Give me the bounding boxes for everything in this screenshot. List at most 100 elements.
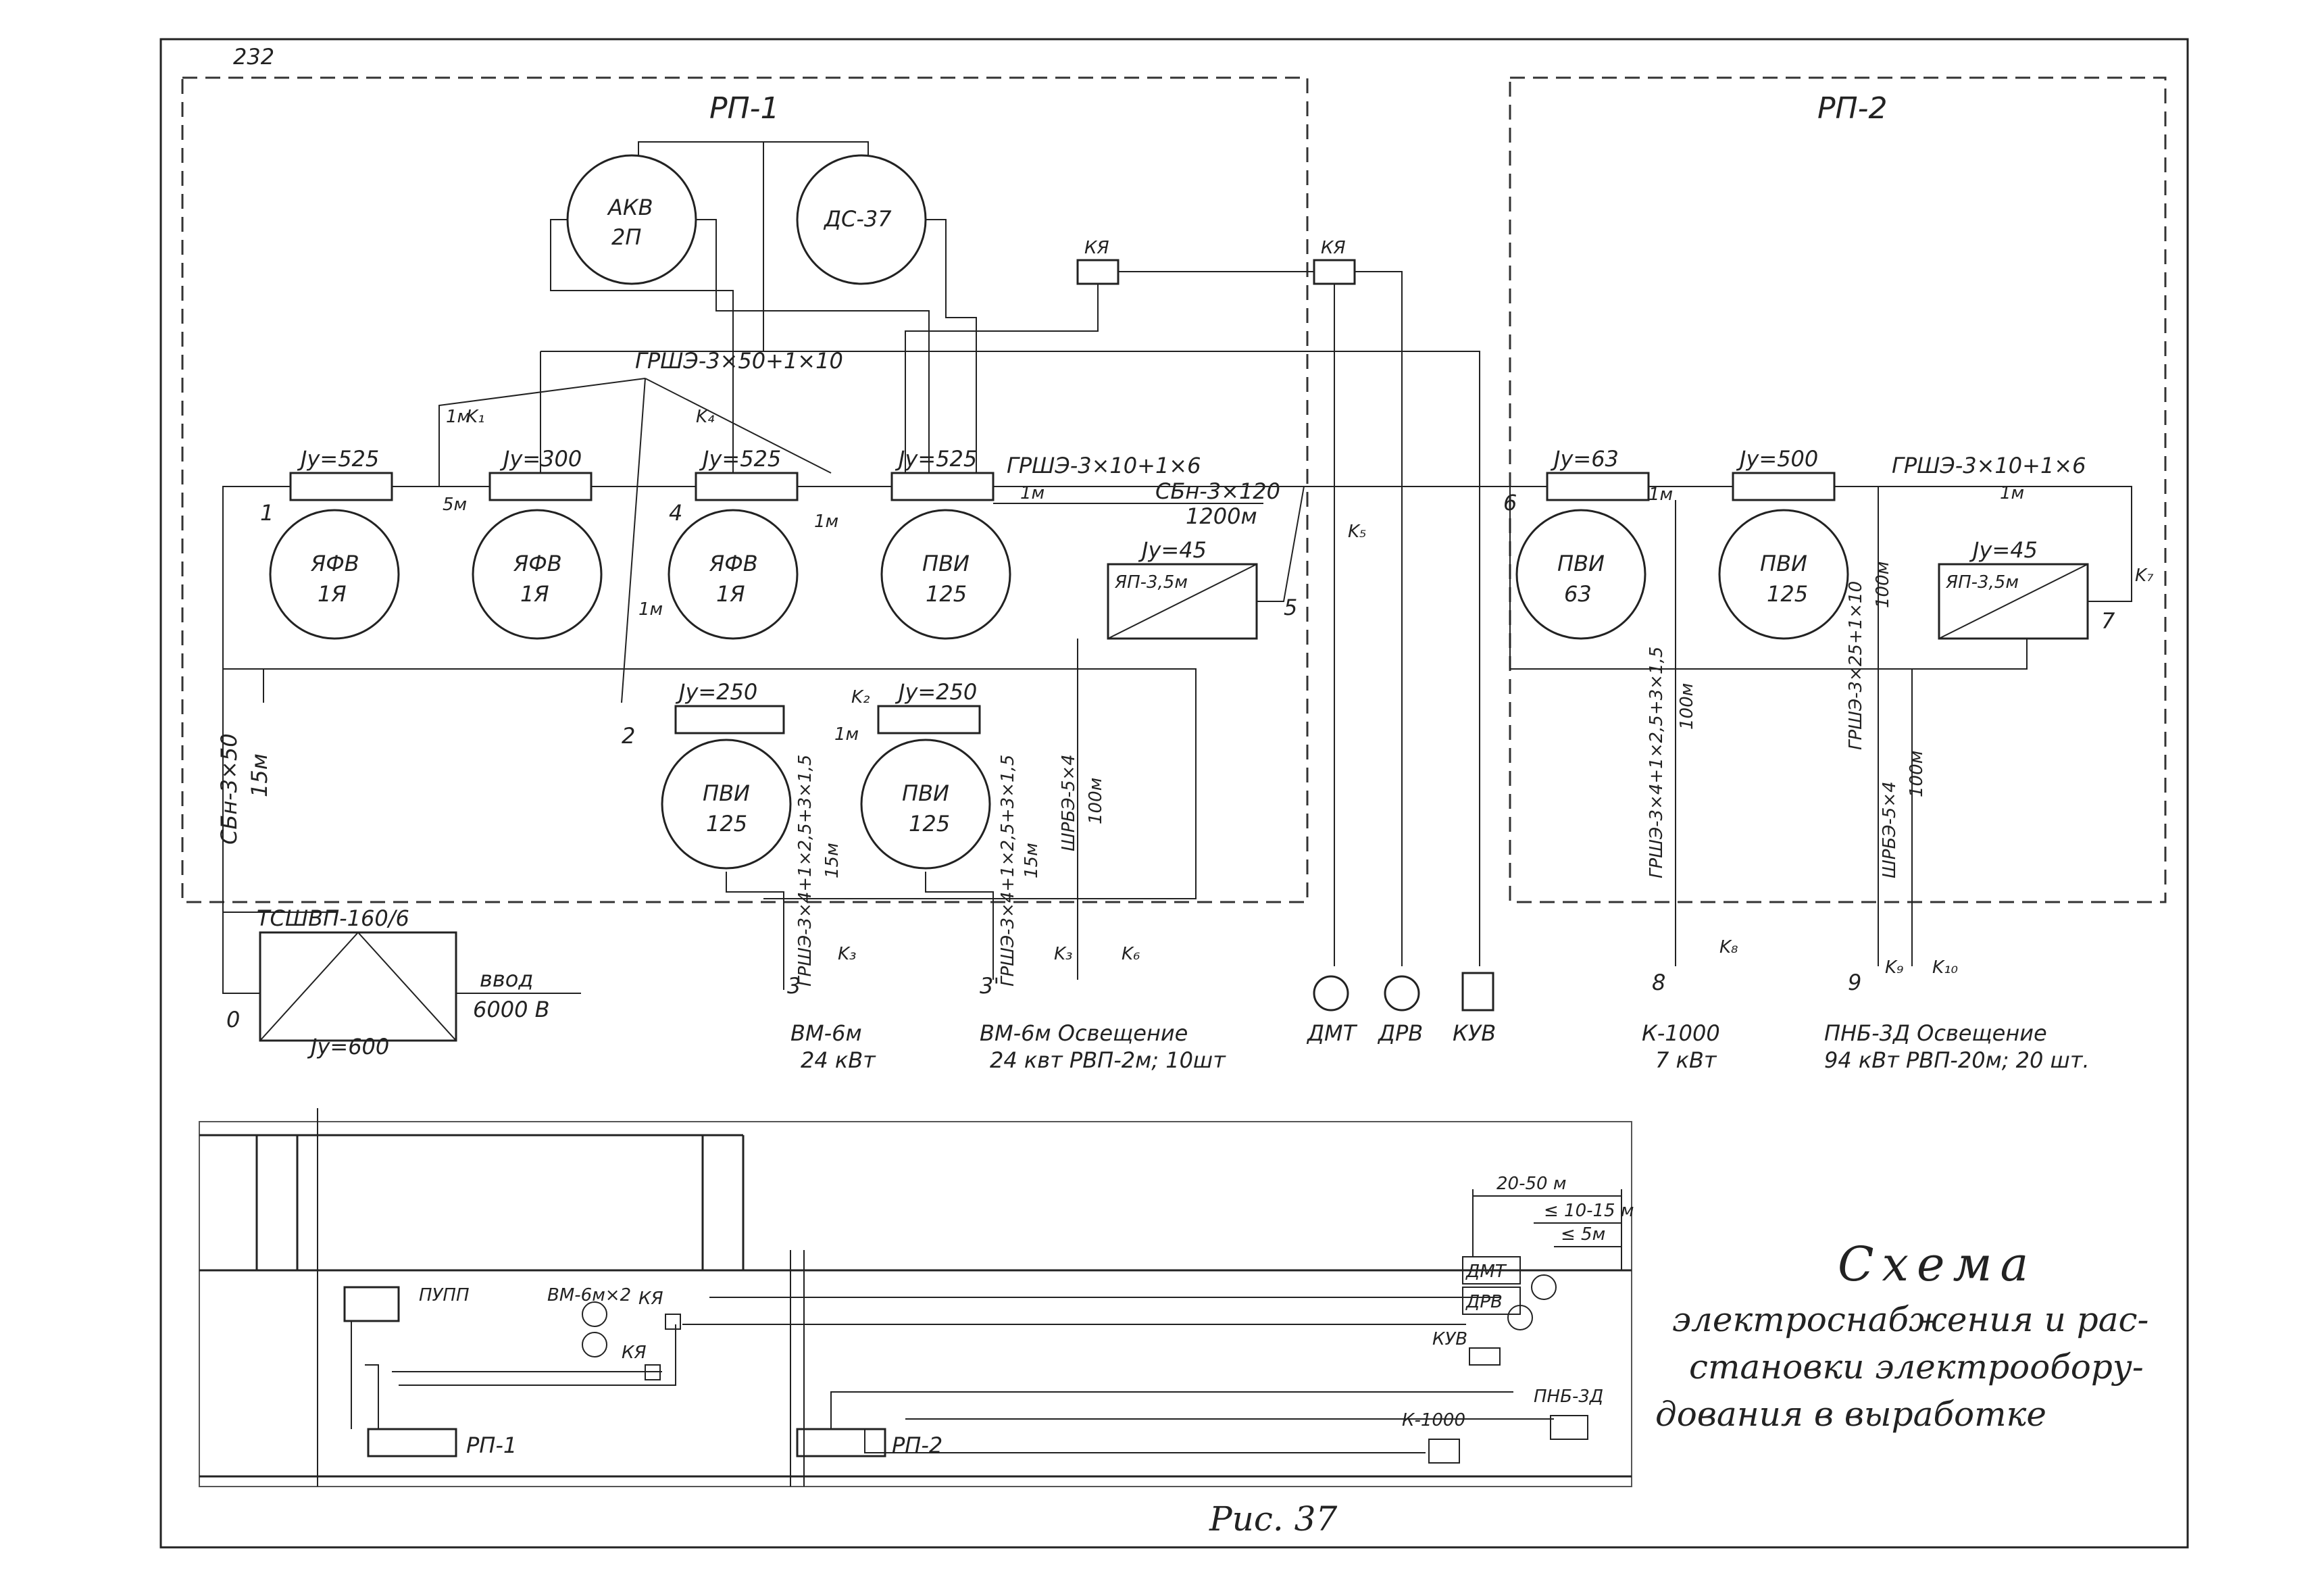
ky-box-1 [1076, 259, 1120, 285]
svg-text:ЯФВ: ЯФВ [310, 551, 359, 576]
kuv-symbol [1461, 972, 1494, 1012]
svg-text:ЯФВ: ЯФВ [513, 551, 562, 576]
svg-text:K₇: K₇ [2135, 566, 2154, 586]
rp1-motor-1: Jу=525 ЯФВ 1Я 1 [260, 446, 400, 640]
svg-text:≤ 5м: ≤ 5м [1561, 1224, 1605, 1245]
svg-text:20-50 м: 20-50 м [1496, 1174, 1566, 1194]
ky-label-2: КЯ [1321, 238, 1346, 258]
svg-text:ДРВ: ДРВ [1377, 1020, 1423, 1046]
svg-text:ГРШЭ-3×10+1×6: ГРШЭ-3×10+1×6 [1007, 453, 1201, 478]
svg-text:8: 8 [1652, 970, 1665, 995]
svg-text:100м: 100м [1677, 683, 1697, 730]
svg-text:КУВ: КУВ [1432, 1329, 1467, 1349]
svg-text:ПВИ: ПВИ [703, 780, 750, 806]
svg-text:K₁: K₁ [466, 407, 484, 427]
svg-text:94 кВт РВП-20м; 20 шт.: 94 кВт РВП-20м; 20 шт. [1824, 1047, 2090, 1073]
svg-text:K₈: K₈ [1719, 937, 1738, 957]
svg-text:Jу=45: Jу=45 [1138, 537, 1207, 563]
svg-text:КУВ: КУВ [1453, 1020, 1496, 1046]
svg-text:Jу=500: Jу=500 [1736, 446, 1818, 472]
drv-symbol [1384, 975, 1420, 1012]
svg-text:Jу=250: Jу=250 [675, 679, 757, 705]
svg-text:ШРБЭ-5×4: ШРБЭ-5×4 [1059, 754, 1079, 851]
load-k1000: К-1000 [1642, 1020, 1720, 1046]
svg-text:7 кВт: 7 кВт [1655, 1047, 1717, 1073]
ky-box-2 [1313, 259, 1356, 285]
svg-text:1м: 1м [834, 724, 859, 745]
low-motor-2: Jу=250 ПВИ 125 [860, 679, 991, 870]
svg-text:1Я: 1Я [318, 581, 347, 607]
svg-text:ввод: ввод [480, 966, 533, 992]
svg-text:ГРШЭ-3×4+1×2,5+3×1,5: ГРШЭ-3×4+1×2,5+3×1,5 [998, 755, 1018, 987]
rp2-motor-2: Jу=500 ПВИ 125 [1718, 446, 1849, 640]
rp1-label: РП-1 [709, 91, 780, 126]
svg-text:ПВИ: ПВИ [1557, 551, 1605, 576]
svg-text:1: 1 [260, 500, 274, 526]
svg-text:K₉: K₉ [1885, 957, 1903, 978]
load-vm1: ВМ-6м [790, 1020, 862, 1046]
svg-text:15м: 15м [1022, 843, 1042, 878]
svg-text:K₆: K₆ [1122, 944, 1140, 964]
rp2-motor-1: Jу=63 ПВИ 63 [1515, 446, 1650, 640]
svg-text:ГРШЭ-3×10+1×6: ГРШЭ-3×10+1×6 [1892, 453, 2086, 478]
svg-text:ЯФВ: ЯФВ [709, 551, 758, 576]
dmt-symbol [1313, 975, 1349, 1012]
svg-text:ГРШЭ-3×4+1×2,5+3×1,5: ГРШЭ-3×4+1×2,5+3×1,5 [795, 755, 815, 987]
svg-text:K₃: K₃ [838, 944, 856, 964]
main-cable-label: ГРШЭ-3×50+1×10 [635, 348, 843, 374]
svg-text:Jу=63: Jу=63 [1550, 446, 1619, 472]
svg-text:СБн-3×50: СБн-3×50 [216, 733, 242, 845]
svg-text:K₅: K₅ [1348, 522, 1366, 542]
svg-text:РП-2: РП-2 [892, 1432, 942, 1458]
svg-text:ЯП-3,5м: ЯП-3,5м [1945, 572, 2019, 593]
rp2-yap: Jу=45 ЯП-3,5м [1938, 537, 2089, 640]
svg-text:ТСШВП-160/6: ТСШВП-160/6 [257, 905, 409, 931]
svg-text:1м: 1м [1020, 483, 1045, 503]
svg-text:100м: 100м [1086, 778, 1106, 824]
svg-text:100м: 100м [1907, 751, 1927, 797]
svg-text:125: 125 [909, 811, 950, 837]
akv-label-a: АКВ [607, 195, 653, 220]
svg-text:1м: 1м [638, 599, 663, 620]
rp1-motor-3: Jу=525 ЯФВ 1Я 4 [668, 446, 799, 640]
svg-text:2: 2 [622, 723, 635, 749]
svg-text:125: 125 [926, 581, 967, 607]
svg-text:ДРВ: ДРВ [1465, 1292, 1503, 1312]
svg-text:ДМТ: ДМТ [1306, 1020, 1358, 1046]
svg-text:100м: 100м [1873, 562, 1893, 608]
svg-text:15м: 15м [247, 753, 272, 797]
caption-line-1: электроснабжения и рас- [1672, 1300, 2148, 1339]
svg-text:5: 5 [1284, 595, 1297, 620]
svg-text:K₄: K₄ [696, 407, 715, 427]
svg-text:Jу=525: Jу=525 [895, 446, 977, 472]
rp1-motor-2: Jу=300 ЯФВ 1Я [472, 446, 603, 640]
load-pnb: ПНБ-3Д Освещение [1824, 1020, 2047, 1046]
svg-text:КЯ: КЯ [622, 1343, 647, 1363]
svg-text:ПВИ: ПВИ [922, 551, 970, 576]
svg-text:1м: 1м [446, 407, 470, 427]
svg-text:K₁₀: K₁₀ [1932, 957, 1958, 978]
rp1-box [181, 76, 1309, 903]
svg-text:Jу=45: Jу=45 [1969, 537, 2038, 563]
svg-text:15м: 15м [822, 843, 842, 878]
svg-text:≤ 10-15 м: ≤ 10-15 м [1544, 1201, 1634, 1221]
svg-text:125: 125 [1767, 581, 1808, 607]
svg-text:ГРШЭ-3×4+1×2,5+3×1,5: ГРШЭ-3×4+1×2,5+3×1,5 [1646, 647, 1667, 878]
svg-text:0: 0 [226, 1007, 240, 1032]
svg-text:ДМТ: ДМТ [1465, 1262, 1507, 1282]
rp2-label: РП-2 [1817, 91, 1888, 126]
ds-label: ДС-37 [823, 206, 892, 232]
svg-text:6000 В: 6000 В [473, 997, 550, 1022]
svg-text:24 кВт: 24 кВт [801, 1047, 876, 1073]
caption-line-3: дования в выработке [1655, 1395, 2046, 1434]
svg-text:РП-1: РП-1 [466, 1432, 517, 1458]
svg-text:ГРШЭ-3×25+1×10: ГРШЭ-3×25+1×10 [1846, 581, 1866, 750]
transformer: ТСШВП-160/6 Jу=600 ввод 6000 В [257, 905, 550, 1059]
svg-text:1Я: 1Я [520, 581, 549, 607]
page-number: 232 [233, 44, 274, 70]
svg-text:ПВИ: ПВИ [1760, 551, 1807, 576]
rp1-motor-4: Jу=525 ПВИ 125 [880, 446, 1011, 640]
svg-text:K₂: K₂ [851, 687, 870, 707]
rp1-yap: Jу=45 ЯП-3,5м [1107, 537, 1258, 640]
